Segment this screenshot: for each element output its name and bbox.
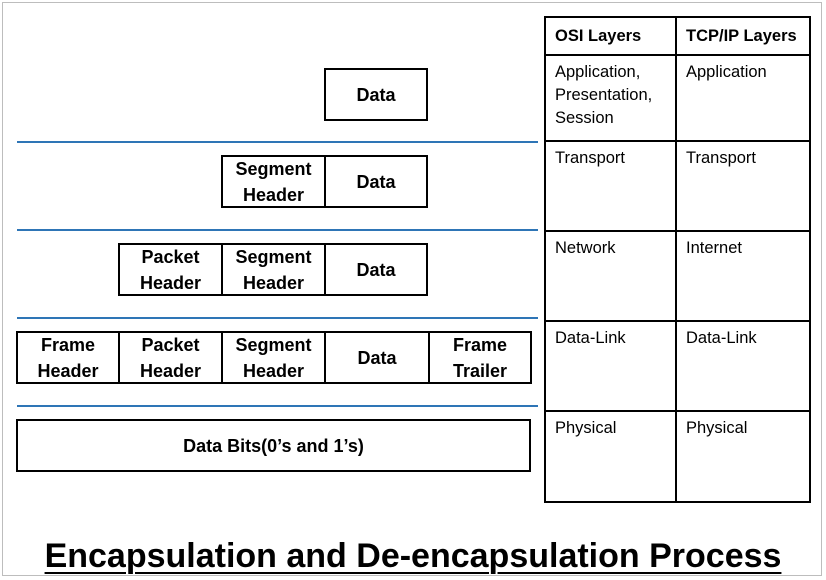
row3-segment-header-label: Segment Header bbox=[235, 246, 312, 293]
separator-2 bbox=[17, 229, 538, 231]
row3-segment-header-box: Segment Header bbox=[221, 243, 326, 296]
row2-segment-header-label: Segment Header bbox=[235, 158, 312, 205]
row4-frame-header-box: Frame Header bbox=[16, 331, 120, 384]
row4-segment-header-label: Segment Header bbox=[235, 334, 312, 381]
row1-data-box: Data bbox=[324, 68, 428, 121]
row5-data-bits-label: Data Bits(0’s and 1’s) bbox=[183, 435, 364, 456]
osi-cell-data-link: Data-Link bbox=[544, 320, 677, 412]
row4-frame-trailer-label: Frame Trailer bbox=[452, 334, 508, 381]
diagram-title: Encapsulation and De-encapsulation Proce… bbox=[44, 537, 782, 575]
separator-1 bbox=[17, 141, 538, 143]
osi-cell-transport: Transport bbox=[544, 140, 677, 232]
row5-data-bits-box: Data Bits(0’s and 1’s) bbox=[16, 419, 531, 472]
layer-row-data-link: Data-Link Data-Link bbox=[544, 320, 811, 412]
tcpip-cell-internet: Internet bbox=[675, 230, 811, 322]
tcpip-layers-header: TCP/IP Layers bbox=[675, 16, 811, 56]
osi-cell-physical: Physical bbox=[544, 410, 677, 503]
tcpip-cell-data-link: Data-Link bbox=[675, 320, 811, 412]
layer-row-application: Application, Presentation, Session Appli… bbox=[544, 54, 811, 142]
row2-data-box: Data bbox=[324, 155, 428, 208]
layer-row-physical: Physical Physical bbox=[544, 410, 811, 503]
row4-segment-header-box: Segment Header bbox=[221, 331, 326, 384]
layers-table-header-row: OSI Layers TCP/IP Layers bbox=[544, 16, 811, 56]
row4-frame-trailer-box: Frame Trailer bbox=[428, 331, 532, 384]
row3-packet-header-label: Packet Header bbox=[139, 246, 202, 293]
layers-table: OSI Layers TCP/IP Layers Application, Pr… bbox=[544, 16, 811, 503]
tcpip-cell-physical: Physical bbox=[675, 410, 811, 503]
layer-row-transport: Transport Transport bbox=[544, 140, 811, 232]
row1-data-label: Data bbox=[356, 84, 396, 105]
osi-layers-header: OSI Layers bbox=[544, 16, 677, 56]
osi-cell-application: Application, Presentation, Session bbox=[544, 54, 677, 142]
tcpip-cell-application: Application bbox=[675, 54, 811, 142]
row2-segment-header-box: Segment Header bbox=[221, 155, 326, 208]
osi-cell-network: Network bbox=[544, 230, 677, 322]
layer-row-network: Network Internet bbox=[544, 230, 811, 322]
tcpip-cell-transport: Transport bbox=[675, 140, 811, 232]
row4-data-label: Data bbox=[357, 347, 397, 368]
separator-4 bbox=[17, 405, 538, 407]
row3-data-label: Data bbox=[356, 259, 396, 280]
separator-3 bbox=[17, 317, 538, 319]
row4-data-box: Data bbox=[324, 331, 430, 384]
row4-frame-header-label: Frame Header bbox=[37, 334, 99, 381]
row4-packet-header-label: Packet Header bbox=[139, 334, 202, 381]
row2-data-label: Data bbox=[356, 171, 396, 192]
row3-packet-header-box: Packet Header bbox=[118, 243, 223, 296]
row3-data-box: Data bbox=[324, 243, 428, 296]
row4-packet-header-box: Packet Header bbox=[118, 331, 223, 384]
